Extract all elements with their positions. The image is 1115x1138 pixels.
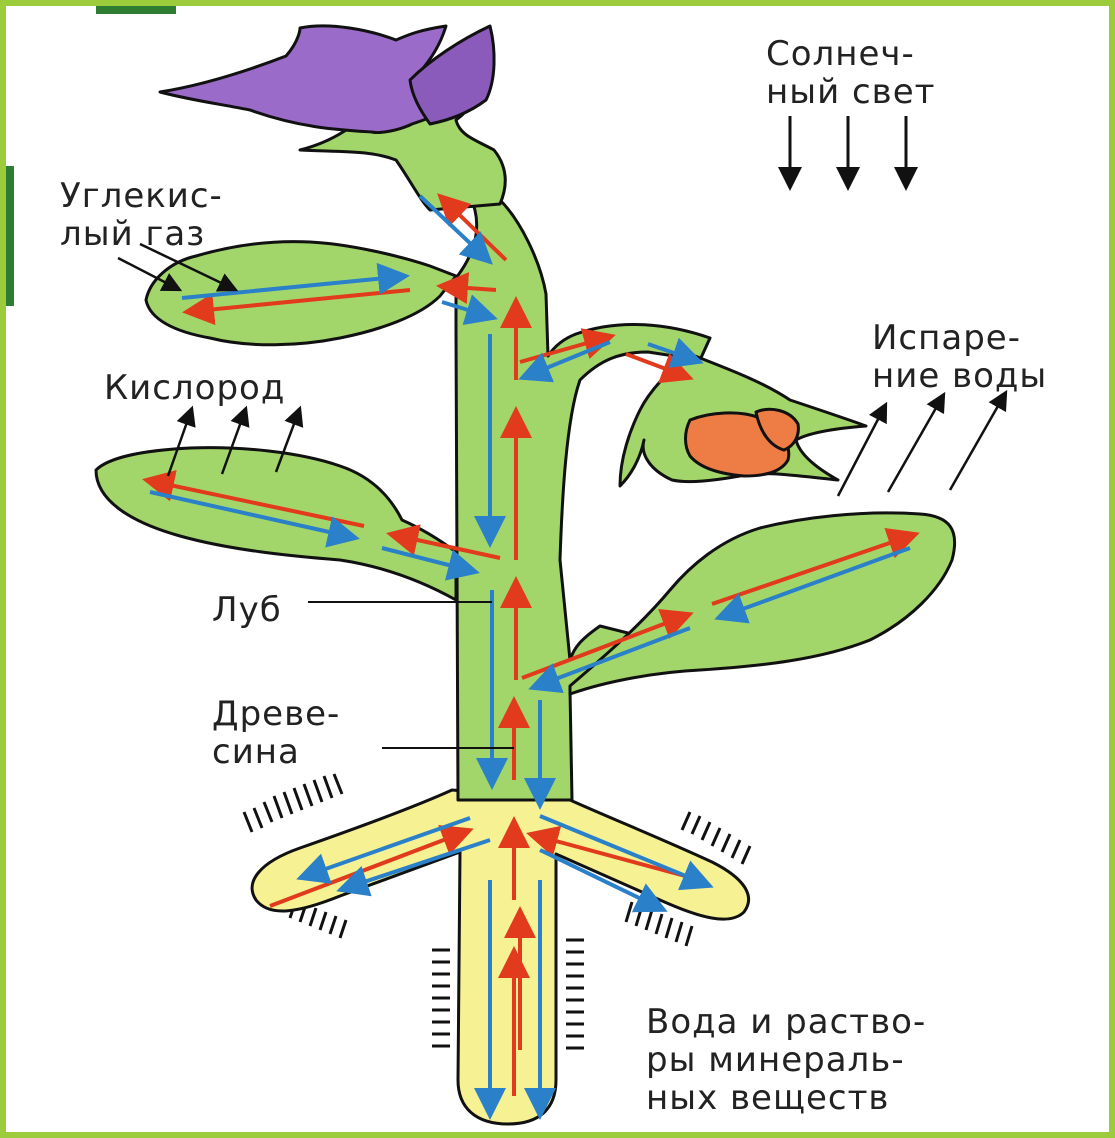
side-bud: [620, 354, 866, 486]
flower: [160, 26, 494, 133]
evaporation-arrows: [838, 392, 1006, 496]
plant-transport-diagram: [6, 6, 1109, 1132]
phloem-label: Луб: [212, 590, 282, 630]
sunlight-label-line1: Солнеч-: [766, 34, 915, 74]
sunlight-arrows: [790, 116, 906, 188]
evaporation-label-line2: ние воды: [872, 356, 1047, 396]
xylem-label-line1: Древе-: [212, 694, 340, 734]
oxygen-label: Кислород: [104, 368, 285, 408]
xylem-label-line2: сина: [212, 732, 300, 772]
water-label-line2: ры минераль-: [646, 1040, 905, 1080]
sunlight-label-line2: ный свет: [766, 72, 935, 112]
co2-label-line2: лый газ: [60, 214, 205, 254]
up-right-arrow-icon: [950, 392, 1006, 490]
co2-label-line1: Углекис-: [60, 176, 223, 216]
water-label-line3: ных веществ: [646, 1078, 889, 1118]
evaporation-label-line1: Испаре-: [872, 318, 1021, 358]
water-label-line1: Вода и раство-: [646, 1002, 926, 1042]
up-right-arrow-icon: [888, 394, 944, 492]
